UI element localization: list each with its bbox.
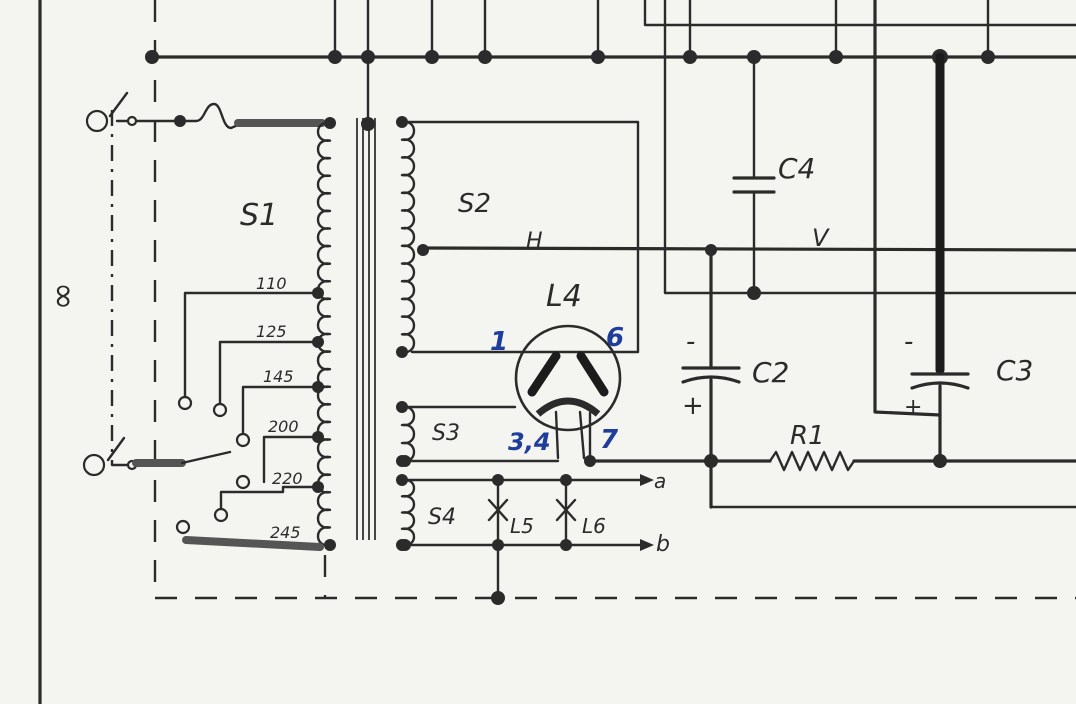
coil-winding (400, 405, 416, 463)
coil-terminal (324, 539, 336, 551)
coil-terminal (396, 116, 408, 128)
capacitor-c4 (732, 55, 776, 300)
tap-junction (312, 336, 324, 348)
s2-outer-wire (403, 120, 640, 354)
pin-3-4-label: 3,4 (508, 428, 551, 456)
coil-terminal (396, 474, 408, 486)
coil-winding (400, 120, 416, 354)
bus-drops (333, 0, 1076, 122)
c2-label: C2 (752, 356, 789, 389)
tap-junction (312, 481, 324, 493)
l5-label: L5 (510, 514, 534, 538)
pin-7-label: 7 (600, 425, 619, 455)
mains-switch-bottom (82, 436, 232, 477)
pilot-lamp-l5 (487, 478, 509, 547)
output-b-label: b (656, 532, 670, 557)
pin-1-label: 1 (490, 327, 508, 357)
fuse (178, 102, 240, 130)
coil-terminal (396, 401, 408, 413)
output-a-label: a (654, 469, 666, 493)
tap-145-label: 145 (263, 367, 294, 386)
tap-labels: 110 125 145 200 220 245 (256, 274, 303, 542)
coil-terminal (324, 117, 336, 129)
coil-winding (316, 121, 332, 547)
c2-positive-label: + (682, 391, 704, 421)
s2-label: S2 (458, 189, 491, 219)
bus-junctions (145, 49, 995, 65)
c3-negative-label: - (904, 327, 913, 357)
mains-switch-top (85, 91, 186, 133)
c3-positive-label: + (904, 395, 922, 420)
tap-200-label: 200 (268, 417, 299, 436)
transformer-core (356, 117, 376, 540)
s4-label: S4 (428, 505, 456, 530)
rectifier-tube-l4 (514, 324, 622, 460)
transformer-secondary-s2 (396, 116, 416, 358)
c4-label: C4 (778, 152, 815, 185)
s3-label: S3 (432, 421, 460, 446)
tap-245-label: 245 (270, 523, 301, 542)
coil-terminal (396, 346, 408, 358)
l6-label: L6 (582, 514, 606, 538)
v-wire-label: V (812, 224, 830, 252)
tap-125-label: 125 (256, 322, 287, 341)
l4-label: L4 (546, 279, 582, 314)
capacitor-c2 (681, 244, 741, 509)
tap-220-label: 220 (272, 469, 303, 488)
h-wire-label: H (526, 229, 543, 254)
s1-label: S1 (240, 198, 278, 233)
tap-110-label: 110 (256, 274, 287, 293)
pin-6-label: 6 (606, 323, 624, 353)
c3-label: C3 (996, 354, 1033, 387)
transformer-primary-s1 (312, 117, 336, 551)
pilot-lamp-l6 (555, 478, 577, 547)
h-wire (421, 246, 1076, 252)
tap-junction (312, 431, 324, 443)
fuse-symbol-label: ∞ (44, 282, 84, 310)
voltage-selector (175, 291, 324, 551)
resistor-r1 (768, 450, 1076, 472)
tap-junction (312, 287, 324, 299)
r1-label: R1 (790, 421, 825, 451)
coil-winding (400, 478, 416, 547)
capacitor-c3 (873, 0, 970, 463)
tap-junction (312, 381, 324, 393)
c2-negative-label: - (686, 327, 695, 357)
